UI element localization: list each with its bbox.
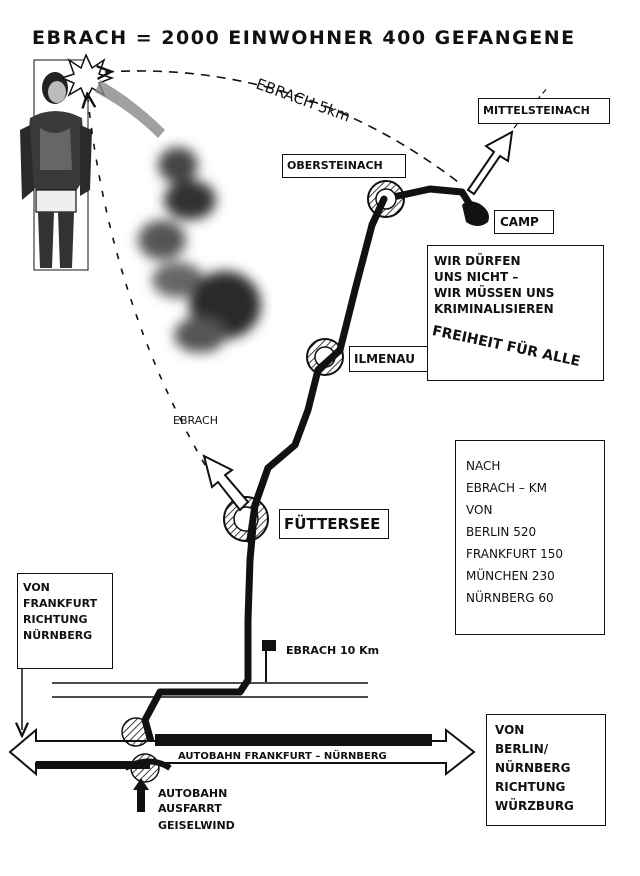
slogan-line-2: UNS NICHT – — [434, 270, 519, 284]
camp-marker — [462, 201, 489, 226]
from-berlin-box: VON BERLIN/ NÜRNBERG RICHTUNG WÜRZBURG — [486, 714, 606, 826]
distance-heading-1: NACH — [466, 459, 501, 473]
slogan-line-4: KRIMINALISIEREN — [434, 302, 554, 316]
exit-line-1: AUTOBAHN — [158, 787, 227, 800]
interchange-geiselwind — [121, 717, 172, 783]
distance-row: FRANKFURT 150 — [466, 547, 564, 561]
slogan-line-1: WIR DÜRFEN — [434, 254, 521, 268]
distance-box: NACH EBRACH – KM VON BERLIN 520 FRANKFUR… — [455, 440, 605, 635]
ebrach-10km-label: EBRACH 10 Km — [286, 644, 379, 657]
label-obersteinach: OBERSTEINACH — [282, 154, 406, 178]
slogan-line-3: WIR MÜSSEN UNS — [434, 286, 555, 300]
exit-line-2: AUSFARRT — [158, 802, 222, 815]
ebrach-5km-label: EBRACH 5km — [254, 75, 353, 126]
distance-row: BERLIN 520 — [466, 525, 537, 539]
distance-heading-3: VON — [466, 503, 493, 517]
label-camp: CAMP — [494, 210, 554, 234]
map-title: EBRACH = 2000 EINWOHNER 400 GEFANGENE — [32, 27, 576, 49]
dashed-route-5km — [105, 71, 463, 186]
slogan-freedom: FREIHEIT FÜR ALLE — [430, 323, 582, 371]
dashed-route-ebrach — [88, 100, 206, 466]
smoke-cloud — [138, 147, 261, 353]
prisoner-figure — [20, 59, 92, 271]
distance-heading-2: EBRACH – KM — [466, 481, 547, 495]
label-ilmenau: ILMENAU — [349, 346, 429, 372]
distance-row: NÜRNBERG 60 — [466, 591, 554, 605]
label-futtersee: FÜTTERSEE — [279, 509, 389, 539]
junction-ilmenau — [306, 338, 344, 376]
arrow-mittelsteinach-icon — [466, 130, 514, 196]
label-mittelsteinach: MITTELSTEINACH — [478, 98, 610, 124]
exit-arrow-icon — [133, 778, 149, 812]
arrow-ebrach-icon — [202, 454, 250, 512]
sign-flag-icon — [262, 640, 276, 682]
autobahn-label: AUTOBAHN FRANKFURT – NÜRNBERG — [178, 748, 387, 762]
distance-row: MÜNCHEN 230 — [466, 569, 555, 583]
exit-line-3: GEISELWIND — [158, 819, 235, 832]
from-frankfurt-box: VON FRANKFURT RICHTUNG NÜRNBERG — [17, 573, 113, 669]
ebrach-path-label: EBRACH — [173, 414, 218, 427]
slogan-box: WIR DÜRFEN UNS NICHT – WIR MÜSSEN UNS KR… — [427, 245, 604, 381]
